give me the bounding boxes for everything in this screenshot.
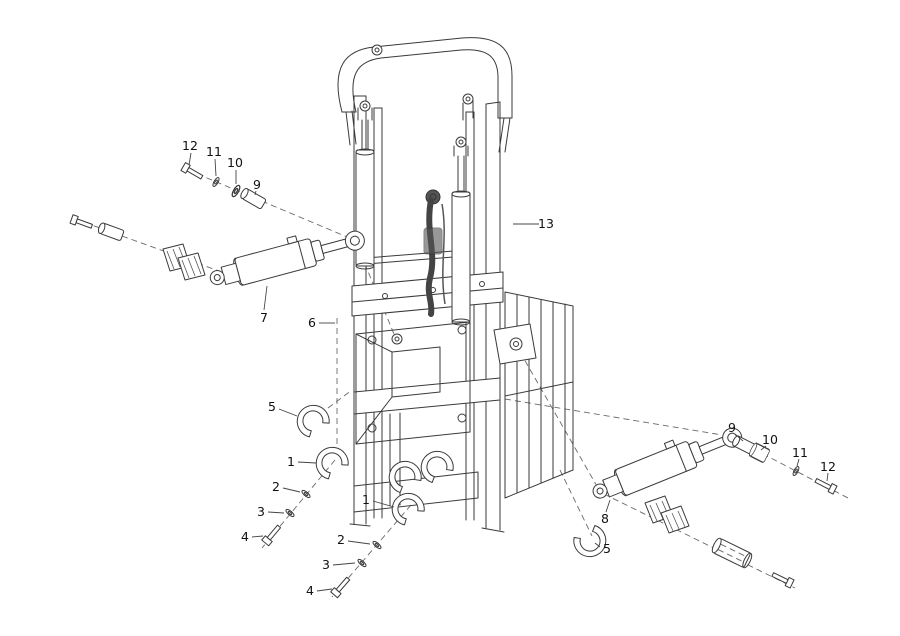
callout-leader-2 [282, 487, 301, 493]
bolt-4-a [261, 523, 283, 547]
callout-1: 1 [287, 454, 295, 469]
bolt-12-left [180, 162, 205, 182]
callout-leader-11 [214, 158, 217, 177]
washer-10-left [230, 183, 242, 199]
bolt-right-lower [770, 569, 795, 589]
callout-5: 5 [603, 541, 611, 556]
callout-12: 12 [182, 138, 198, 153]
callout-9: 9 [728, 420, 736, 435]
callout-9: 9 [253, 177, 261, 192]
anchor-bracket-right [493, 323, 537, 365]
load-backrest [504, 291, 574, 499]
anchor-pin [711, 537, 753, 569]
callout-13: 13 [538, 216, 554, 231]
callout-leader-4 [251, 535, 264, 538]
washer-2-a [300, 488, 312, 500]
callout-leader-3 [267, 511, 285, 514]
callout-11: 11 [206, 144, 222, 159]
callout-8: 8 [601, 511, 609, 526]
callout-leader-9 [734, 433, 744, 442]
callout-leader-5 [594, 542, 601, 548]
callout-leader-9 [254, 190, 257, 196]
bolt-left-axis [69, 214, 94, 232]
callout-leader-12 [188, 152, 192, 166]
callout-leader-7 [263, 285, 268, 311]
washer-11-left [211, 176, 221, 188]
callout-2: 2 [272, 479, 280, 494]
callout-1: 1 [362, 492, 370, 507]
overhead-guard [337, 37, 513, 153]
callout-leader-5 [278, 408, 298, 417]
callout-leader-3 [332, 562, 356, 566]
mount-hardware-left [69, 214, 206, 281]
callout-leader-1 [372, 500, 395, 508]
bolt-4-b [330, 575, 353, 599]
clamp-half-1-left [309, 440, 352, 482]
callout-11: 11 [792, 445, 808, 460]
lift-cylinder-right [451, 136, 471, 326]
callout-leader-1 [297, 461, 317, 464]
anchor-bracket-left [391, 333, 403, 345]
tilt-cylinder-left [204, 218, 369, 294]
callout-7: 7 [260, 310, 268, 325]
clamp-half-5-left [290, 398, 333, 440]
callout-10: 10 [762, 432, 778, 447]
callout-6: 6 [308, 315, 316, 330]
callout-leader-8 [605, 499, 611, 513]
washer-11-right [791, 465, 801, 477]
callout-4: 4 [241, 529, 249, 544]
clamp-half-1-center [385, 486, 428, 528]
hose-chain-assembly [423, 189, 446, 317]
fork-carriage-base [353, 445, 479, 513]
tilt-cylinder-right [585, 415, 747, 508]
callout-leader-11 [796, 458, 800, 467]
bolt-washer-set-a [261, 488, 312, 547]
callout-3: 3 [322, 557, 330, 572]
carriage [355, 321, 471, 445]
callout-leader-2 [347, 540, 371, 545]
pin-left-axis [96, 221, 125, 242]
callout-2: 2 [337, 532, 345, 547]
washer-2-b [371, 539, 383, 551]
callout-5: 5 [268, 399, 276, 414]
callout-leader-10 [760, 445, 767, 451]
callout-3: 3 [257, 504, 265, 519]
callout-10: 10 [227, 155, 243, 170]
mount-hardware-right-lower [644, 495, 795, 589]
callout-4: 4 [306, 583, 314, 598]
callout-12: 12 [820, 459, 836, 474]
callout-leader-4 [316, 588, 333, 592]
bolt-12-right [813, 475, 838, 495]
callout-leader-12 [826, 472, 829, 482]
